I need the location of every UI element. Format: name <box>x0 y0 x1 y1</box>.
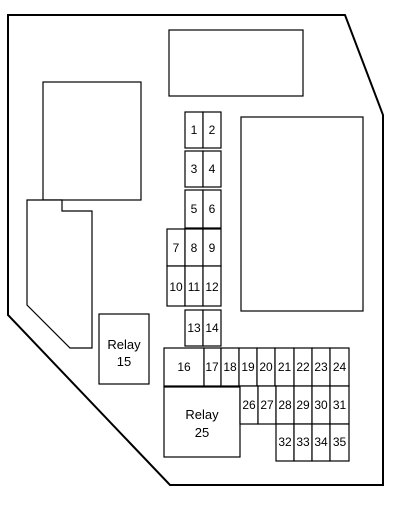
relay-15-label-line1: Relay <box>107 337 141 352</box>
fuse-28-label: 28 <box>278 398 292 412</box>
fuse-7-label: 7 <box>173 241 180 255</box>
fuse-14: 14 <box>202 309 222 347</box>
fuse-23: 23 <box>311 347 331 387</box>
fuse-23-label: 23 <box>314 360 328 374</box>
fuse-32-label: 32 <box>278 435 292 449</box>
fuse-19: 19 <box>238 347 258 387</box>
fuse-5: 5 <box>184 189 204 229</box>
fuse-12: 12 <box>202 265 222 307</box>
fuse-14-label: 14 <box>205 321 219 335</box>
fuse-19-label: 19 <box>241 360 255 374</box>
fuse-26: 26 <box>239 385 259 425</box>
relay-15-label-line2: 15 <box>117 354 131 369</box>
fuse-11-label: 11 <box>188 280 201 294</box>
fuse-24-label: 24 <box>333 360 347 374</box>
fuse-30: 30 <box>311 385 331 425</box>
fuse-18: 18 <box>220 347 240 387</box>
fuse-29: 29 <box>293 385 313 425</box>
right-component-block <box>240 116 364 312</box>
fuse-13-label: 13 <box>187 321 201 335</box>
fuse-10-label: 10 <box>169 280 183 294</box>
fuse-20: 20 <box>256 347 276 387</box>
fuse-10: 10 <box>166 265 186 307</box>
fuse-11: 11 <box>184 265 204 307</box>
fuse-3-label: 3 <box>191 162 198 176</box>
fuse-8: 8 <box>184 228 204 267</box>
fuse-16-label: 16 <box>177 360 191 374</box>
relay-25-label-line1: Relay <box>185 407 219 422</box>
fuse-4-label: 4 <box>209 162 216 176</box>
fuse-5-label: 5 <box>191 202 198 216</box>
fuse-32: 32 <box>275 423 295 462</box>
relay-15: Relay 15 <box>98 313 150 385</box>
fuse-1-label: 1 <box>191 123 198 137</box>
fuse-1: 1 <box>184 111 204 149</box>
fuse-33: 33 <box>293 423 313 462</box>
fuse-17: 17 <box>203 347 222 387</box>
fuse-9-label: 9 <box>209 241 216 255</box>
fuse-27: 27 <box>257 385 277 425</box>
fuse-22-label: 22 <box>296 360 310 374</box>
fuse-2: 2 <box>202 111 222 149</box>
fuse-13: 13 <box>184 309 204 347</box>
relay-25: Relay 25 <box>163 386 241 458</box>
fuse-35-label: 35 <box>333 435 347 449</box>
fuse-27-label: 27 <box>260 398 274 412</box>
fuse-31: 31 <box>329 385 350 425</box>
relay-25-label-line2: 25 <box>195 425 209 440</box>
fuse-4: 4 <box>202 150 222 188</box>
fuse-28: 28 <box>275 385 295 425</box>
fuse-31-label: 31 <box>333 398 347 412</box>
fuse-20-label: 20 <box>259 360 273 374</box>
left-connector-block <box>26 199 93 349</box>
fuse-34: 34 <box>311 423 331 462</box>
left-component-block <box>42 81 142 201</box>
fuse-6: 6 <box>202 189 222 229</box>
fuse-3: 3 <box>184 150 204 188</box>
fuse-24: 24 <box>329 347 350 387</box>
fuse-22: 22 <box>293 347 313 387</box>
fuse-26-label: 26 <box>242 398 256 412</box>
fuse-33-label: 33 <box>296 435 310 449</box>
top-component-block <box>168 29 304 97</box>
fuse-12-label: 12 <box>205 280 219 294</box>
fuse-17-label: 17 <box>205 360 219 374</box>
fuse-16: 16 <box>163 347 205 387</box>
fuse-34-label: 34 <box>314 435 328 449</box>
fuse-2-label: 2 <box>209 123 216 137</box>
fuse-21: 21 <box>274 347 295 387</box>
fuse-8-label: 8 <box>191 241 198 255</box>
fuse-35: 35 <box>329 423 350 462</box>
fuse-6-label: 6 <box>209 202 216 216</box>
fuse-9: 9 <box>202 228 222 267</box>
fuse-7: 7 <box>166 228 186 267</box>
fuse-29-label: 29 <box>296 398 310 412</box>
fuse-18-label: 18 <box>223 360 237 374</box>
fuse-30-label: 30 <box>314 398 328 412</box>
fuse-21-label: 21 <box>278 360 292 374</box>
